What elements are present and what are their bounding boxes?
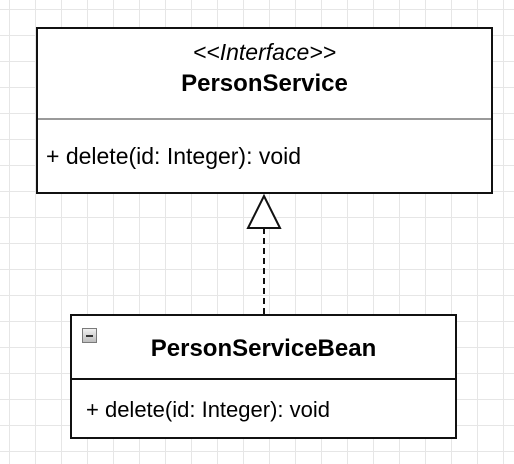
interface-class-box[interactable]: <<Interface>> PersonService + delete(id:… <box>36 27 493 194</box>
impl-class-box[interactable]: PersonServiceBean + delete(id: Integer):… <box>70 314 457 439</box>
interface-class-name: PersonService <box>181 70 348 97</box>
interface-operation: + delete(id: Integer): void <box>46 143 302 169</box>
impl-operations: + delete(id: Integer): void <box>72 380 455 424</box>
impl-class-name: PersonServiceBean <box>150 335 377 362</box>
minus-box-icon[interactable] <box>82 328 97 343</box>
interface-class-header: <<Interface>> PersonService <box>38 29 491 120</box>
hollow-triangle-arrowhead <box>246 193 282 229</box>
interface-stereotype: <<Interface>> <box>192 39 337 65</box>
impl-class-header: PersonServiceBean <box>72 316 455 380</box>
interface-operations: + delete(id: Integer): void <box>38 120 491 170</box>
impl-operation: + delete(id: Integer): void <box>86 397 330 422</box>
